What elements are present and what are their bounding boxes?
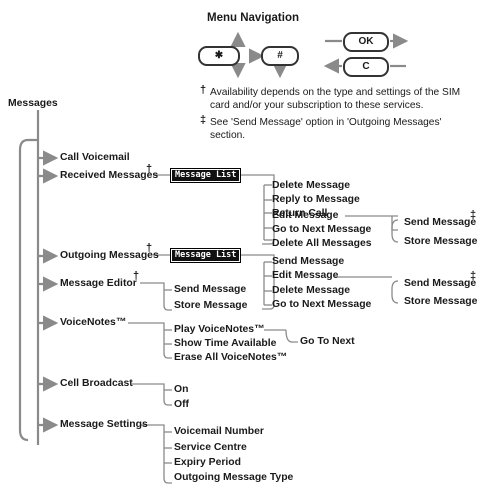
hash-key: #: [261, 46, 299, 66]
dagger-mark-outgoing: †: [146, 242, 153, 254]
dagger-mark-editor: †: [133, 270, 140, 282]
menu-item-outgoing-messages: Outgoing Messages: [60, 250, 159, 261]
broadcast-option-on: On: [174, 384, 189, 395]
received-option-delete: Delete Message: [272, 180, 350, 191]
received-edit-send: Send Message: [404, 217, 477, 228]
received-edit-store: Store Message: [404, 236, 478, 247]
ddagger-note: See 'Send Message' option in 'Outgoing M…: [210, 117, 442, 141]
received-option-delete-all: Delete All Messages: [272, 238, 372, 249]
settings-option-expiry-period: Expiry Period: [174, 457, 241, 468]
voicenotes-sub-go-to-next: Go To Next: [300, 336, 355, 347]
dagger-note: Availability depends on the type and set…: [210, 87, 461, 111]
ddagger-mark-received-send: ‡: [470, 209, 477, 221]
outgoing-option-send: Send Message: [272, 256, 345, 267]
editor-option-store: Store Message: [174, 300, 248, 311]
dagger-symbol: †: [200, 84, 207, 96]
message-list-box-received: Message List: [170, 168, 242, 183]
broadcast-option-off: Off: [174, 399, 190, 410]
outgoing-option-next: Go to Next Message: [272, 299, 372, 310]
star-key-label: ✱: [214, 50, 224, 61]
hash-key-label: #: [277, 50, 283, 61]
page-title: Menu Navigation: [207, 12, 300, 24]
outgoing-edit-store: Store Message: [404, 296, 478, 307]
menu-item-voicenotes: VoiceNotes™: [60, 317, 127, 328]
menu-item-call-voicemail: Call Voicemail: [60, 152, 130, 163]
outgoing-option-delete: Delete Message: [272, 285, 350, 296]
c-key-label: C: [362, 61, 370, 72]
voicenotes-option-erase: Erase All VoiceNotes™: [174, 352, 288, 363]
menu-item-cell-broadcast: Cell Broadcast: [60, 378, 133, 389]
outgoing-option-edit: Edit Message: [272, 270, 339, 281]
ok-key: OK: [343, 32, 389, 52]
c-key: C: [343, 57, 389, 77]
ddagger-symbol: ‡: [200, 114, 207, 126]
root-messages: Messages: [8, 98, 58, 109]
menu-item-message-settings: Message Settings: [60, 419, 148, 430]
settings-option-service-centre: Service Centre: [174, 442, 247, 453]
star-key: ✱: [198, 46, 240, 66]
received-option-edit: Edit Message: [272, 210, 339, 221]
ddagger-mark-outgoing-send: ‡: [470, 270, 477, 282]
settings-option-outgoing-type: Outgoing Message Type: [174, 472, 294, 483]
settings-option-voicemail-number: Voicemail Number: [174, 426, 264, 437]
ok-key-label: OK: [358, 36, 374, 47]
message-list-box-outgoing: Message List: [170, 248, 242, 263]
menu-item-message-editor: Message Editor: [60, 278, 137, 289]
menu-item-received-messages: Received Messages: [60, 170, 159, 181]
outgoing-edit-send: Send Message: [404, 278, 477, 289]
received-option-reply: Reply to Message: [272, 194, 360, 205]
editor-option-send: Send Message: [174, 284, 247, 295]
dagger-mark-received: †: [146, 163, 153, 175]
voicenotes-option-play: Play VoiceNotes™: [174, 324, 265, 335]
received-option-return-call: Return Call: [272, 208, 328, 219]
received-option-next: Go to Next Message: [272, 224, 372, 235]
voicenotes-option-time: Show Time Available: [174, 338, 277, 349]
